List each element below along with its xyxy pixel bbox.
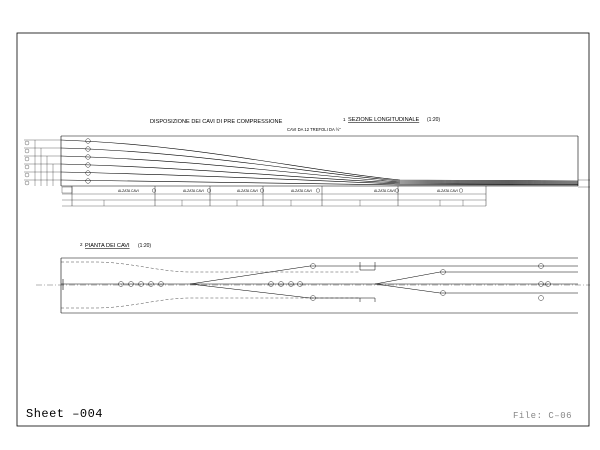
sheet-border — [16, 32, 590, 427]
section-2-number: 2 — [80, 242, 83, 247]
file-reference: File: C–06 — [512, 411, 572, 421]
alzata-label: ALZATA CAVI — [118, 189, 139, 193]
sheet-number: Sheet –004 — [26, 407, 104, 421]
section-1-scale: (1:20) — [427, 117, 440, 123]
plan-view — [36, 257, 590, 314]
section-1-number: 1 — [343, 117, 346, 122]
alzata-label: ALZATA CAVI — [291, 189, 312, 193]
longitudinal-section — [24, 135, 590, 207]
alzata-label: ALZATA CAVI — [183, 189, 204, 193]
alzata-label: ALZATA CAVI — [374, 189, 395, 193]
alzata-label: ALZATA CAVI — [437, 189, 458, 193]
alzata-label: ALZATA CAVI — [237, 189, 258, 193]
cable-note: CAVI DA 12 TREFOLI DA ½" — [287, 127, 341, 132]
section-2-label: PIANTA DEI CAVI — [85, 243, 130, 249]
alzata-labels: ALZATA CAVI ALZATA CAVI ALZATA CAVI ALZA… — [118, 189, 458, 193]
alzata-markers — [152, 188, 463, 193]
section-1-label: SEZIONE LONGITUDINALE — [348, 117, 419, 123]
drawing-title: DISPOSIZIONE DEI CAVI DI PRE COMPRESSION… — [150, 119, 283, 125]
section-2-scale: (1:20) — [138, 243, 151, 249]
